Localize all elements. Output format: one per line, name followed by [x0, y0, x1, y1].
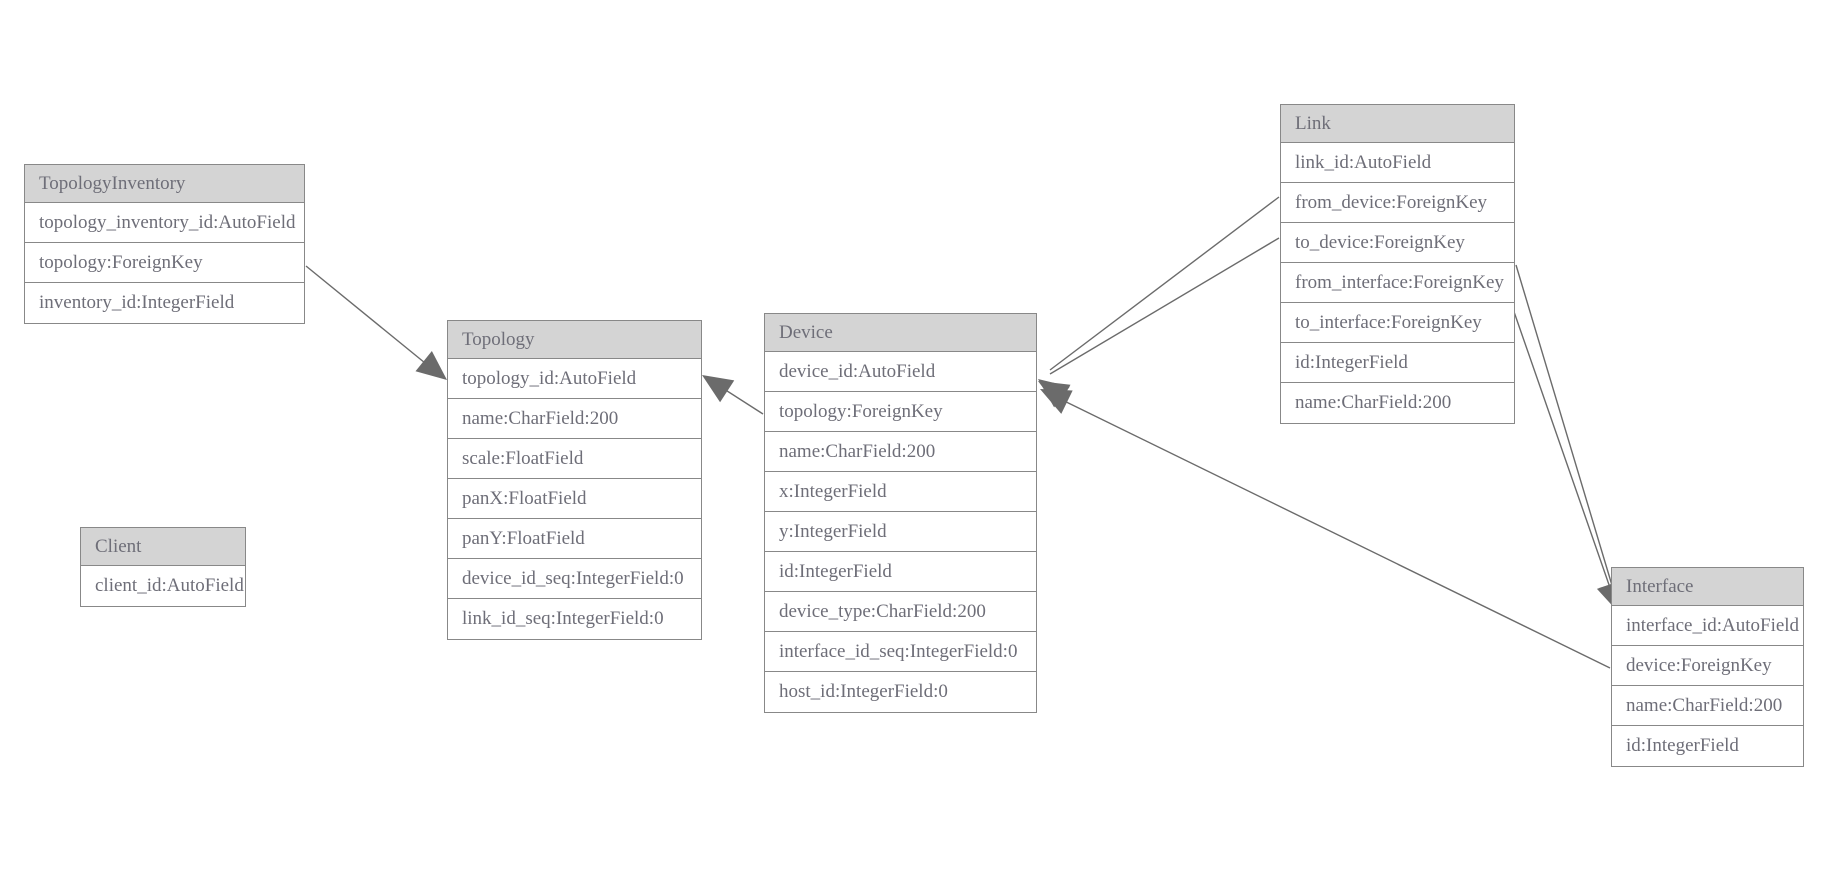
entity-field-topology-name: name:CharField:200 — [448, 399, 701, 439]
entity-title-device: Device — [765, 314, 1036, 352]
entity-field-client-client-id: client_id:AutoField — [81, 566, 245, 606]
entity-field-topology-inventory-id: topology_inventory_id:AutoField — [25, 203, 304, 243]
entity-field-device-name: name:CharField:200 — [765, 432, 1036, 472]
entity-field-topology-link-id-seq: link_id_seq:IntegerField:0 — [448, 599, 701, 639]
entity-field-device-topology: topology:ForeignKey — [765, 392, 1036, 432]
relationship-rel-link-to-device — [1038, 237, 1280, 408]
entity-field-interface-device: device:ForeignKey — [1612, 646, 1803, 686]
entity-field-link-name: name:CharField:200 — [1281, 383, 1514, 423]
entity-field-topology-scale: scale:FloatField — [448, 439, 701, 479]
entity-field-topology-device-id-seq: device_id_seq:IntegerField:0 — [448, 559, 701, 599]
entity-field-topology-topology-id: topology_id:AutoField — [448, 359, 701, 399]
relationship-line — [1049, 237, 1280, 375]
entity-field-link-to-device: to_device:ForeignKey — [1281, 223, 1514, 263]
relationship-line — [1051, 394, 1611, 669]
relationship-rel-link-from-device — [1038, 196, 1280, 408]
relationship-line — [1049, 196, 1280, 371]
entity-box-topology-inventory[interactable]: TopologyInventory topology_inventory_id:… — [24, 164, 305, 324]
relationship-line — [1515, 264, 1618, 603]
relationship-line — [305, 265, 442, 377]
entity-title-topology-inventory: TopologyInventory — [25, 165, 304, 203]
entity-title-link: Link — [1281, 105, 1514, 143]
entity-box-client[interactable]: Client client_id:AutoField — [80, 527, 246, 607]
relationship-line — [1511, 305, 1616, 603]
entity-field-interface-interface-id: interface_id:AutoField — [1612, 606, 1803, 646]
entity-field-device-interface-id-seq: interface_id_seq:IntegerField:0 — [765, 632, 1036, 672]
entity-field-device-host-id: host_id:IntegerField:0 — [765, 672, 1036, 712]
arrowhead-icon — [1040, 389, 1073, 414]
entity-box-link[interactable]: Link link_id:AutoField from_device:Forei… — [1280, 104, 1515, 424]
entity-title-interface: Interface — [1612, 568, 1803, 606]
entity-field-topology-inventory-topology: topology:ForeignKey — [25, 243, 304, 283]
entity-field-topology-panx: panX:FloatField — [448, 479, 701, 519]
relationship-rel-topologyinventory-topology — [305, 265, 447, 380]
entity-field-link-from-interface: from_interface:ForeignKey — [1281, 263, 1514, 303]
entity-field-device-device-type: device_type:CharField:200 — [765, 592, 1036, 632]
entity-field-topology-inventory-inventory-id: inventory_id:IntegerField — [25, 283, 304, 323]
entity-box-device[interactable]: Device device_id:AutoField topology:Fore… — [764, 313, 1037, 713]
entity-field-link-from-device: from_device:ForeignKey — [1281, 183, 1514, 223]
entity-field-link-id: id:IntegerField — [1281, 343, 1514, 383]
entity-field-device-device-id: device_id:AutoField — [765, 352, 1036, 392]
entity-box-topology[interactable]: Topology topology_id:AutoField name:Char… — [447, 320, 702, 640]
entity-field-link-link-id: link_id:AutoField — [1281, 143, 1514, 183]
entity-title-topology: Topology — [448, 321, 701, 359]
entity-field-device-x: x:IntegerField — [765, 472, 1036, 512]
entity-field-interface-id: id:IntegerField — [1612, 726, 1803, 766]
relationship-line — [709, 379, 764, 415]
relationship-rel-device-topology — [702, 375, 764, 415]
entity-box-interface[interactable]: Interface interface_id:AutoField device:… — [1611, 567, 1804, 767]
arrowhead-icon — [1038, 381, 1071, 408]
entity-field-topology-pany: panY:FloatField — [448, 519, 701, 559]
entity-field-device-id: id:IntegerField — [765, 552, 1036, 592]
entity-field-link-to-interface: to_interface:ForeignKey — [1281, 303, 1514, 343]
relationship-rel-link-from-interface — [1515, 264, 1624, 613]
entity-title-client: Client — [81, 528, 245, 566]
entity-field-interface-name: name:CharField:200 — [1612, 686, 1803, 726]
entity-field-device-y: y:IntegerField — [765, 512, 1036, 552]
